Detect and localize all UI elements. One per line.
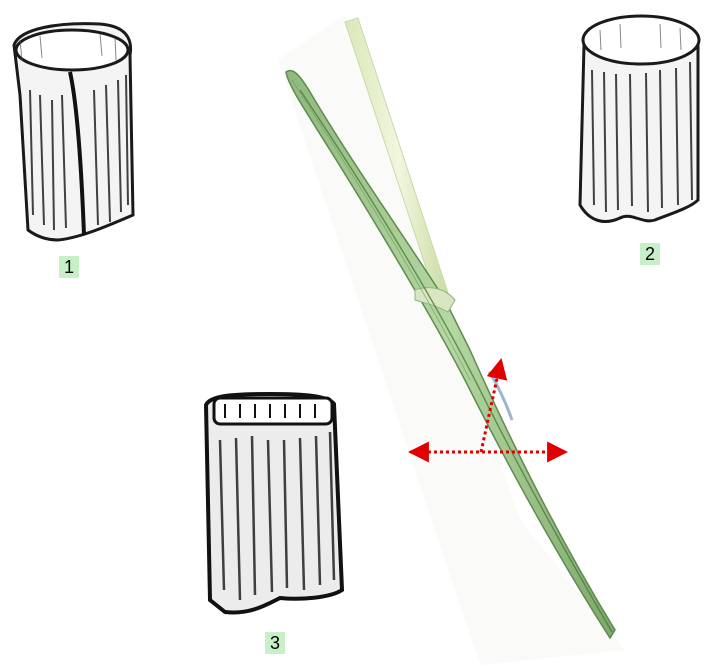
rolled-sheath-sketch: [14, 24, 133, 240]
label-one: 1: [59, 256, 79, 278]
label-two: 2: [640, 243, 660, 265]
label-three: 3: [265, 632, 285, 654]
open-sheath-sketch: [580, 16, 699, 222]
flat-sheath-sketch: [206, 394, 342, 613]
